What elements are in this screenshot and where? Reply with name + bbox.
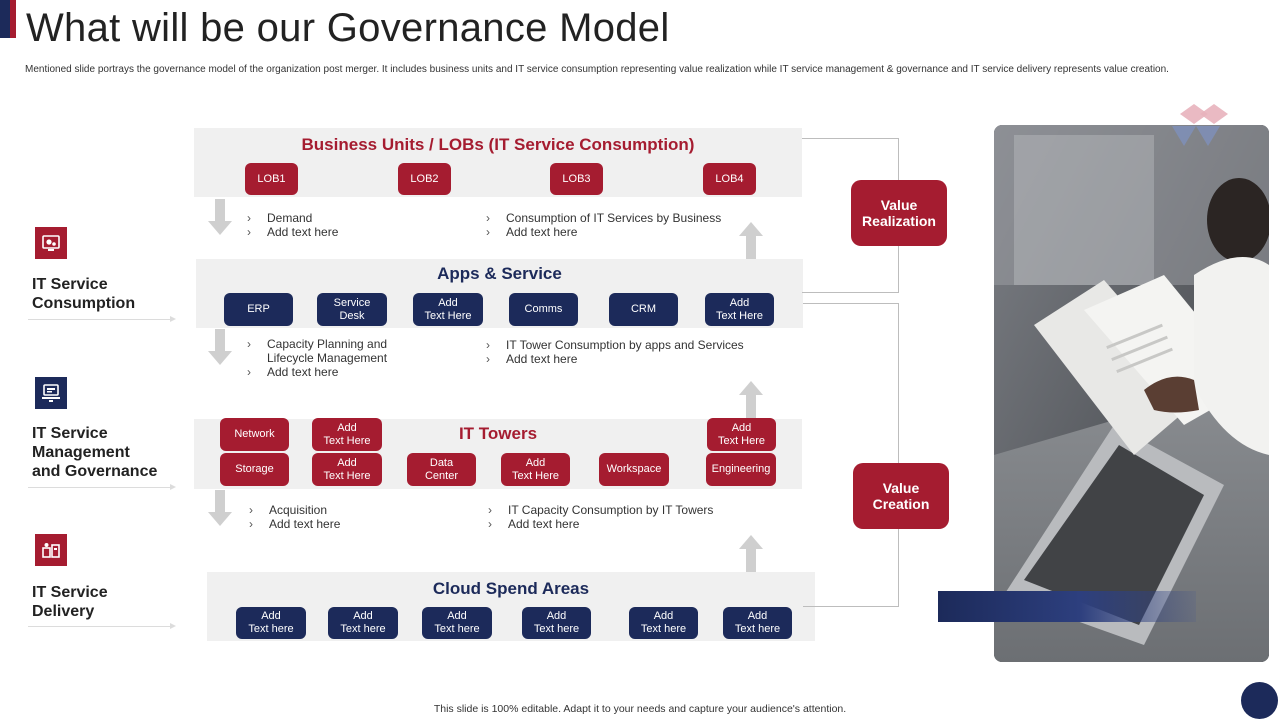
apps-service-title: Apps & Service [437,264,562,283]
side-label-it-service-consumption: IT Service Consumption [32,276,136,312]
up-arrow [739,381,763,419]
bullets-it-tower-consumption: IT Tower Consumption by apps and Service… [486,338,744,366]
tower-pill: Engineering [706,453,776,486]
decorative-bar [938,591,1196,622]
it-consumption-icon [35,227,67,259]
page-subtitle: Mentioned slide portrays the governance … [25,64,1169,75]
side-divider [28,316,176,322]
apps-pill: Service Desk [317,293,387,326]
cloud-pill: Add Text here [328,607,398,639]
apps-service-band: Apps & Service [196,259,803,328]
side-label-it-service-management: IT Service Management and Governance [32,425,158,480]
tower-pill: Network [220,418,289,451]
side-divider [28,623,176,629]
cloud-spend-title: Cloud Spend Areas [432,579,590,598]
side-divider [28,484,176,490]
side-label-it-service-delivery: IT Service Delivery [32,584,108,620]
lob-pill: LOB2 [398,163,451,195]
decorative-triangles [1172,104,1242,155]
tower-pill: Add Text Here [312,453,382,486]
cloud-pill: Add Text here [723,607,792,639]
tower-pill: Add Text Here [312,418,382,451]
lob-pill: LOB1 [245,163,298,195]
bullets-capacity-planning: Capacity Planning and Lifecycle Manageme… [247,337,387,379]
value-creation-box: Value Creation [853,463,949,529]
it-management-icon [35,377,67,409]
tower-pill: Add Text Here [501,453,570,486]
bullets-it-capacity-consumption: IT Capacity Consumption by IT Towers Add… [488,503,713,531]
page-title: What will be our Governance Model [26,6,670,50]
tower-pill: Storage [220,453,289,486]
lob-pill: LOB4 [703,163,756,195]
title-accent-bar [0,0,16,38]
tower-pill: Data Center [407,453,476,486]
it-delivery-icon [35,534,67,566]
tower-pill: Workspace [599,453,669,486]
cloud-pill: Add Text here [629,607,698,639]
up-arrow [739,222,763,260]
lob-pill: LOB3 [550,163,603,195]
apps-pill: Comms [509,293,578,326]
cloud-spend-band: Cloud Spend Areas [207,572,815,641]
up-arrow [739,535,763,573]
footer-note: This slide is 100% editable. Adapt it to… [433,703,847,715]
value-realization-box: Value Realization [851,180,947,246]
cloud-pill: Add Text here [236,607,306,639]
it-towers-title: IT Towers [458,424,538,443]
apps-pill: Add Text Here [705,293,774,326]
down-arrow [208,490,232,528]
value-creation-bracket [803,303,899,607]
apps-pill: ERP [224,293,293,326]
woman-reading-photo [994,125,1269,662]
tower-pill: Add Text Here [707,418,776,451]
corner-circle [1241,682,1278,719]
apps-pill: CRM [609,293,678,326]
cloud-pill: Add Text here [522,607,591,639]
business-units-title: Business Units / LOBs (IT Service Consum… [301,135,695,154]
apps-pill: Add Text Here [413,293,483,326]
down-arrow [208,199,232,237]
it-towers-band: IT Towers [194,419,802,489]
bullets-demand: Demand Add text here [247,211,338,239]
cloud-pill: Add Text here [422,607,492,639]
bullets-acquisition: Acquisition Add text here [249,503,340,531]
bullets-consumption: Consumption of IT Services by Business A… [486,211,721,239]
down-arrow [208,329,232,367]
